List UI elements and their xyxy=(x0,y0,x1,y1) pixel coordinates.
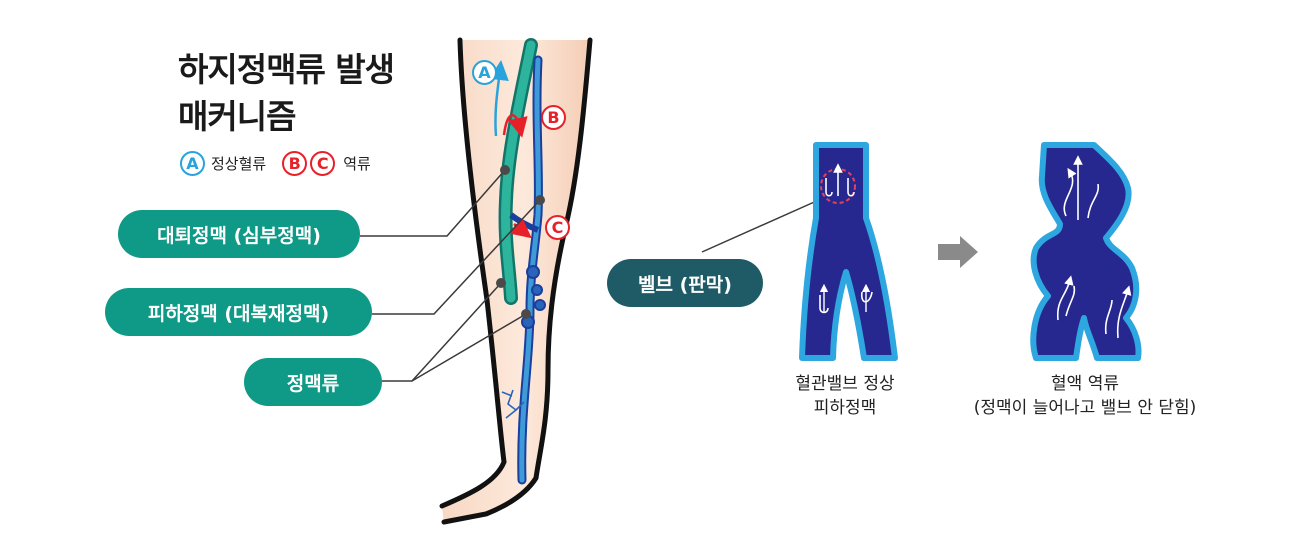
leader-dots xyxy=(496,165,545,319)
marker-b: B xyxy=(541,105,566,130)
reflux-vein-caption: 혈액 역류 (정맥이 늘어나고 밸브 안 닫힘) xyxy=(945,372,1225,420)
legend-c-badge: C xyxy=(310,150,336,176)
leg-veins xyxy=(488,38,546,485)
femoral-vein-label: 대퇴정맥 (심부정맥) xyxy=(118,210,360,258)
normal-caption-line-1: 혈관밸브 정상 xyxy=(795,374,895,394)
varicose-label: 정맥류 xyxy=(244,358,382,406)
legend-a-badge: A xyxy=(180,150,205,176)
leader-lines xyxy=(360,169,831,382)
legend-a-text: 정상혈류 xyxy=(211,154,267,173)
title-line-2: 매커니즘 xyxy=(178,97,296,136)
legend: A 정상혈류 B C 역류 xyxy=(180,148,371,178)
valve-label: 벨브 (판막) xyxy=(607,259,763,307)
leg-outline-left xyxy=(439,37,507,509)
transition-arrow xyxy=(938,236,978,268)
legend-bc-text: 역류 xyxy=(343,154,371,173)
legend-b-badge: B xyxy=(282,150,308,176)
reflux-vein-illustration xyxy=(1030,142,1142,361)
normal-caption-line-2: 피하정맥 xyxy=(813,398,877,418)
normal-vein-caption: 혈관밸브 정상 피하정맥 xyxy=(775,372,915,420)
title-line-1: 하지정맥류 발생 xyxy=(178,50,395,89)
saphenous-vein-label: 피하정맥 (대복재정맥) xyxy=(105,288,372,336)
normal-vein-illustration xyxy=(799,142,898,361)
reflux-caption-line-2: (정맥이 늘어나고 밸브 안 닫힘) xyxy=(973,398,1197,418)
reflux-caption-line-1: 혈액 역류 xyxy=(1051,374,1119,394)
diagram-title: 하지정맥류 발생 매커니즘 xyxy=(178,46,395,140)
marker-c: C xyxy=(545,215,570,240)
leg-outline-right xyxy=(441,37,593,525)
marker-a: A xyxy=(472,60,497,85)
